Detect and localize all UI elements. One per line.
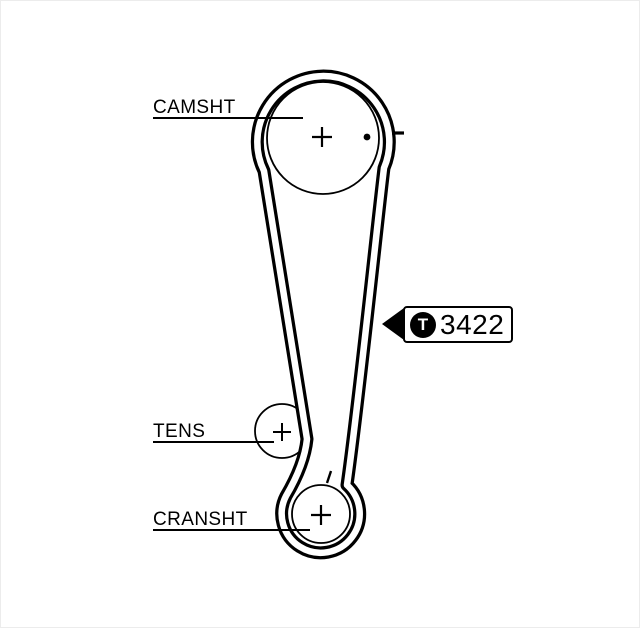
- crankshaft-timing-tick: [325, 470, 333, 484]
- camshaft-center-cross: [312, 127, 332, 147]
- tensioner-center-cross: [273, 423, 291, 441]
- camshaft-timing-dot: [363, 133, 371, 141]
- part-number: 3422: [440, 308, 505, 340]
- camshaft-label: CAMSHT: [153, 97, 236, 118]
- brand-t-icon: T: [410, 311, 436, 338]
- crankshaft-center-cross: [311, 505, 331, 525]
- arrow-left-icon: [382, 308, 404, 340]
- crankshaft-label: CRANSHT: [153, 509, 248, 530]
- tensioner-label: TENS: [153, 421, 206, 442]
- timing-belt-core: [254, 72, 393, 557]
- part-number-tag: T 3422: [403, 306, 513, 343]
